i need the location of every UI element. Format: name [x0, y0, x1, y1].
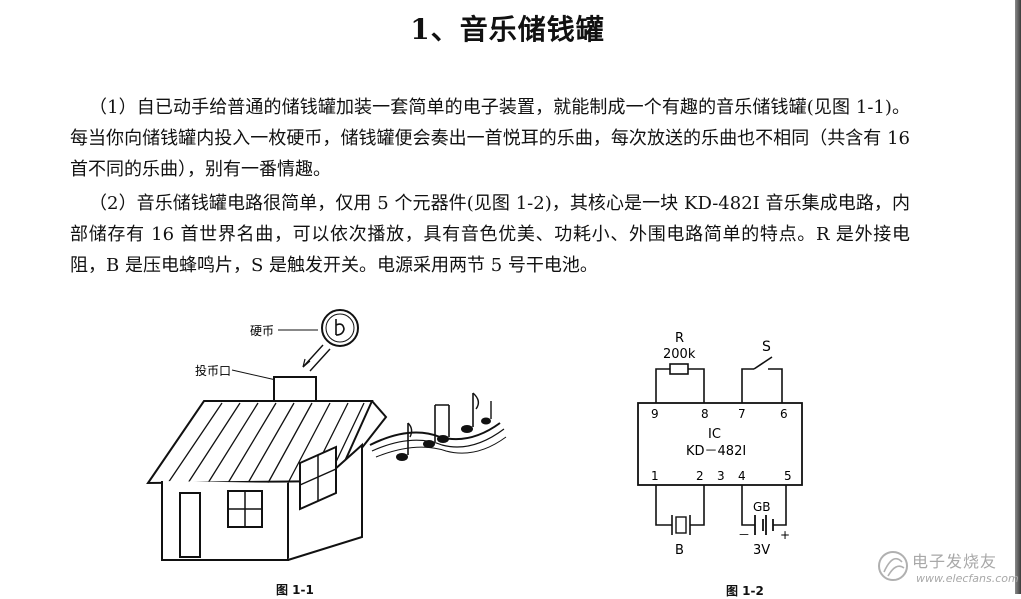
resistor-label: R: [675, 331, 684, 346]
resistor-symbol: [669, 363, 689, 375]
house-body: [161, 442, 363, 561]
label-slot: 投币口: [195, 363, 231, 378]
figure-2-caption: 图 1-2: [726, 584, 764, 598]
page-title: 1、音乐储钱罐: [410, 13, 605, 46]
battery-label: GB: [753, 500, 771, 514]
battery-symbol: [754, 515, 774, 535]
pin-3: 3: [717, 469, 725, 483]
ic-model: KD－482I: [686, 444, 746, 459]
resistor-value: 200k: [663, 347, 696, 362]
battery-minus: －: [738, 528, 750, 542]
switch-symbol: [753, 356, 773, 370]
pin-8: 8: [701, 407, 709, 421]
coin-icon: [321, 309, 359, 347]
paragraph-1: （1）自已动手给普通的储钱罐加装一套简单的电子装置，就能制成一个有趣的音乐储钱罐…: [70, 97, 910, 180]
watermark-text: 电子发烧友: [912, 552, 998, 571]
pin-2: 2: [696, 469, 704, 483]
pin-4: 4: [738, 469, 746, 483]
paragraph-2: （2）音乐储钱罐电路很简单，仅用 5 个元器件(见图 1-2)，其核心是一块 K…: [70, 193, 910, 276]
switch-label: S: [762, 339, 771, 355]
pin-6: 6: [780, 407, 788, 421]
music-notes-icon: [369, 392, 507, 461]
ic-chip: [637, 402, 803, 486]
buzzer-label: B: [675, 543, 684, 558]
label-coin: 硬币: [250, 324, 274, 338]
watermark-logo-icon: [878, 551, 908, 581]
figure-1-caption: 图 1-1: [276, 583, 314, 597]
pin-5: 5: [784, 469, 792, 483]
battery-plus: +: [780, 528, 790, 542]
window-edge: [1015, 0, 1021, 594]
pin-1: 1: [651, 469, 659, 483]
battery-voltage: 3V: [753, 543, 770, 558]
watermark-url: www.elecfans.com: [916, 572, 1019, 585]
buzzer-symbol: [671, 515, 691, 535]
pin-9: 9: [651, 407, 659, 421]
figure-circuit-diagram: R 200k S IC KD－482I 9 8 7 6 1 2 3 4 5 B …: [637, 331, 803, 558]
ic-label: IC: [708, 427, 721, 442]
figure-house-illustration: 硬币 投币口: [146, 309, 507, 561]
pin-7: 7: [738, 407, 746, 421]
